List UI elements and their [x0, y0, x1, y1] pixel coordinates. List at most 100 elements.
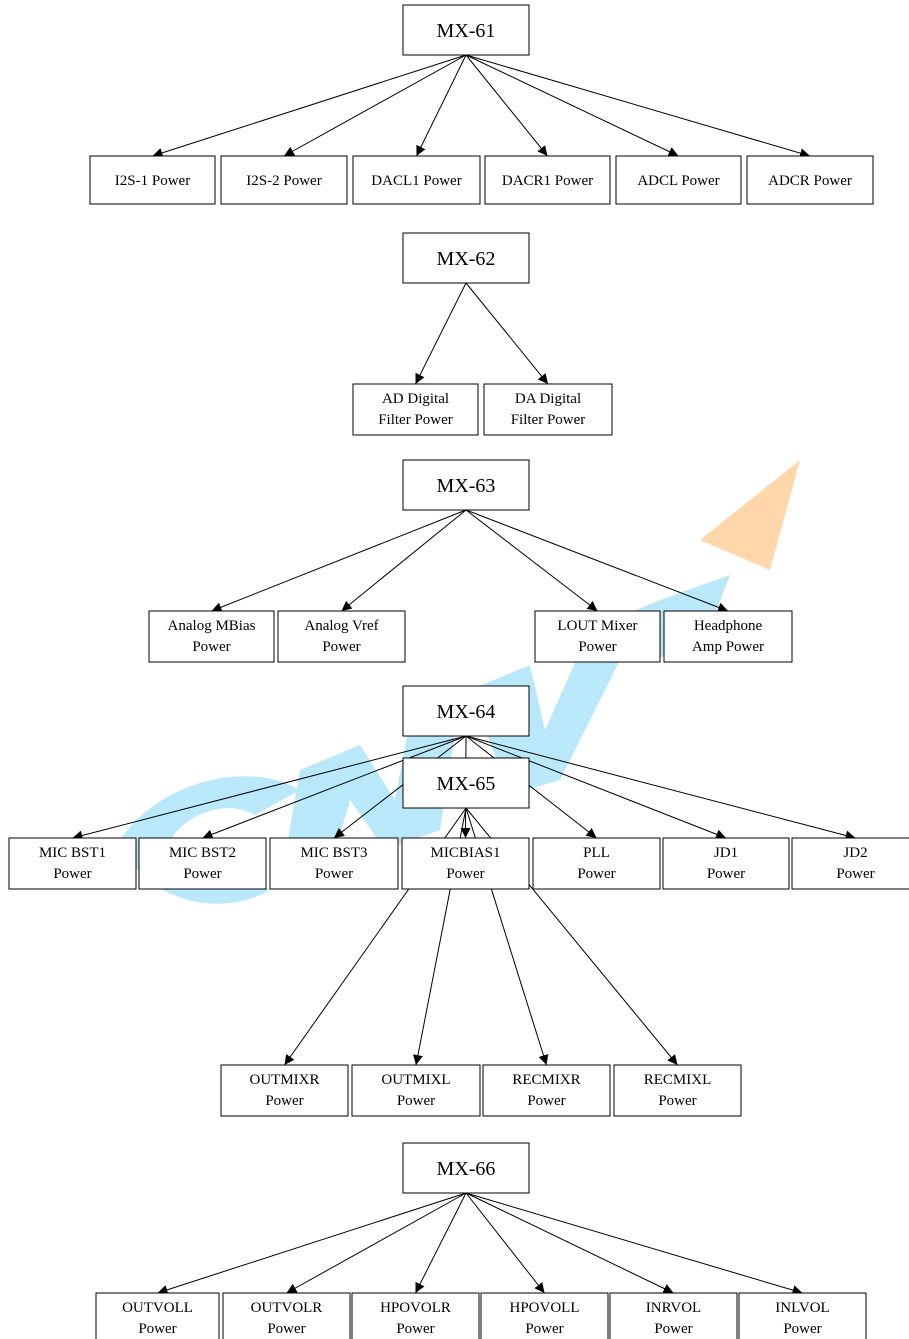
child-node-outvoll-power: OUTVOLL Power: [95, 1292, 220, 1339]
child-label-line-1: PLL: [583, 845, 610, 861]
arrow-mx-62-to-ad-digital-filter-power: [415, 282, 467, 385]
child-node-dacl1-power: DACL1 Power: [352, 155, 481, 205]
arrow-mx-61-to-dacl1-power: [416, 54, 467, 157]
child-label-line-1: INLVOL: [775, 1300, 829, 1316]
arrow-mx-61-to-i2s-1-power: [152, 54, 467, 158]
child-node-hpovoll-power: HPOVOLL Power: [480, 1292, 609, 1339]
child-label-line-2: Power: [836, 866, 874, 882]
root-node-mx-62: MX-62: [402, 232, 530, 284]
arrow-mx-66-to-inlvol-power: [465, 1192, 803, 1295]
arrow-mx-64-to-jd1-power: [465, 735, 727, 840]
child-label-line-1: RECMIXL: [644, 1072, 712, 1088]
arrow-mx-66-to-outvolr-power: [286, 1192, 467, 1294]
child-label-line-1: JD2: [843, 845, 867, 861]
root-node-mx-61: MX-61: [402, 4, 530, 56]
child-label: DACL1 Power: [371, 173, 461, 189]
arrow-mx-63-to-analog-vref-power: [341, 509, 467, 612]
child-label: ADCR Power: [768, 173, 852, 189]
child-node-i2s-1-power: I2S-1 Power: [89, 155, 216, 205]
child-label-line-2: Power: [658, 1093, 696, 1109]
child-node-i2s-2-power: I2S-2 Power: [220, 155, 348, 205]
child-label-line-2: Power: [525, 1321, 563, 1337]
root-node-mx-65: MX-65: [402, 757, 530, 809]
arrow-mx-64-to-jd2-power: [465, 735, 856, 841]
child-label-line-1: OUTVOLL: [122, 1300, 193, 1316]
root-label: MX-62: [437, 248, 496, 270]
arrow-mx-61-to-i2s-2-power: [283, 54, 467, 157]
child-label-line-2: Power: [397, 1093, 435, 1109]
child-node-dacr1-power: DACR1 Power: [484, 155, 611, 205]
child-label-line-1: HPOVOLR: [380, 1300, 451, 1316]
child-label-line-2: Filter Power: [511, 412, 586, 428]
child-label-line-2: Power: [707, 866, 745, 882]
child-label: I2S-1 Power: [115, 173, 190, 189]
child-label-line-2: Amp Power: [692, 639, 764, 655]
child-label-line-1: MIC BST1: [39, 845, 106, 861]
child-label-line-2: Power: [192, 639, 230, 655]
child-node-adcr-power: ADCR Power: [746, 155, 874, 205]
root-label: MX-61: [437, 20, 496, 42]
child-label-line-2: Power: [654, 1321, 692, 1337]
arrow-mx-66-to-outvoll-power: [157, 1192, 467, 1295]
child-label-line-1: OUTMIXL: [381, 1072, 450, 1088]
arrow-mx-63-to-headphone-amp-power: [465, 509, 729, 613]
child-node-outmixl-power: OUTMIXL Power: [351, 1064, 481, 1117]
arrow-mx-63-to-lout-mixer-power: [465, 509, 598, 612]
child-label-line-1: LOUT Mixer: [557, 618, 637, 634]
child-label-line-1: JD1: [714, 845, 738, 861]
child-label-line-1: MIC BST2: [169, 845, 236, 861]
child-label-line-1: OUTMIXR: [250, 1072, 320, 1088]
child-label-line-1: Headphone: [694, 618, 763, 634]
arrow-mx-61-to-dacr1-power: [465, 54, 548, 157]
child-label-line-1: MIC BST3: [300, 845, 367, 861]
child-node-adcl-power: ADCL Power: [615, 155, 742, 205]
child-label-line-2: Power: [53, 866, 91, 882]
child-node-recmixl-power: RECMIXL Power: [613, 1064, 742, 1117]
child-label-line-2: Power: [446, 866, 484, 882]
child-label-line-2: Power: [578, 639, 616, 655]
root-label: MX-66: [437, 1158, 496, 1180]
arrow-mx-61-to-adcl-power: [465, 54, 679, 157]
child-label-line-2: Power: [138, 1321, 176, 1337]
root-node-mx-63: MX-63: [402, 459, 530, 511]
child-label-line-1: OUTVOLR: [251, 1300, 323, 1316]
arrow-mx-64-to-mic-bst2-power: [202, 735, 467, 840]
child-label-line-1: AD Digital: [382, 391, 449, 407]
arrow-mx-66-to-hpovolr-power: [415, 1192, 467, 1294]
child-label: I2S-2 Power: [246, 173, 321, 189]
arrow-mx-64-to-mic-bst1-power: [72, 735, 467, 841]
child-label: ADCL Power: [637, 173, 719, 189]
child-label-line-1: HPOVOLL: [510, 1300, 580, 1316]
arrow-mx-63-to-analog-mbias-power: [211, 509, 467, 612]
root-node-mx-64: MX-64: [402, 685, 530, 737]
child-label-line-1: DA Digital: [515, 391, 581, 407]
child-label-line-2: Power: [322, 639, 360, 655]
child-label-line-2: Power: [577, 866, 615, 882]
arrow-mx-61-to-adcr-power: [465, 54, 811, 158]
child-label-line-2: Power: [315, 866, 353, 882]
arrow-mx-64-to-pll-power: [465, 735, 597, 839]
child-label-line-1: Analog MBias: [168, 618, 256, 634]
child-label: DACR1 Power: [502, 173, 593, 189]
child-label-line-1: MICBIAS1: [430, 845, 500, 861]
child-node-pll-power: PLL Power: [532, 837, 661, 890]
child-label-line-2: Power: [783, 1321, 821, 1337]
root-label: MX-65: [437, 773, 496, 795]
child-label-line-2: Power: [396, 1321, 434, 1337]
child-label-line-2: Filter Power: [378, 412, 453, 428]
child-node-hpovolr-power: HPOVOLR Power: [351, 1292, 480, 1339]
